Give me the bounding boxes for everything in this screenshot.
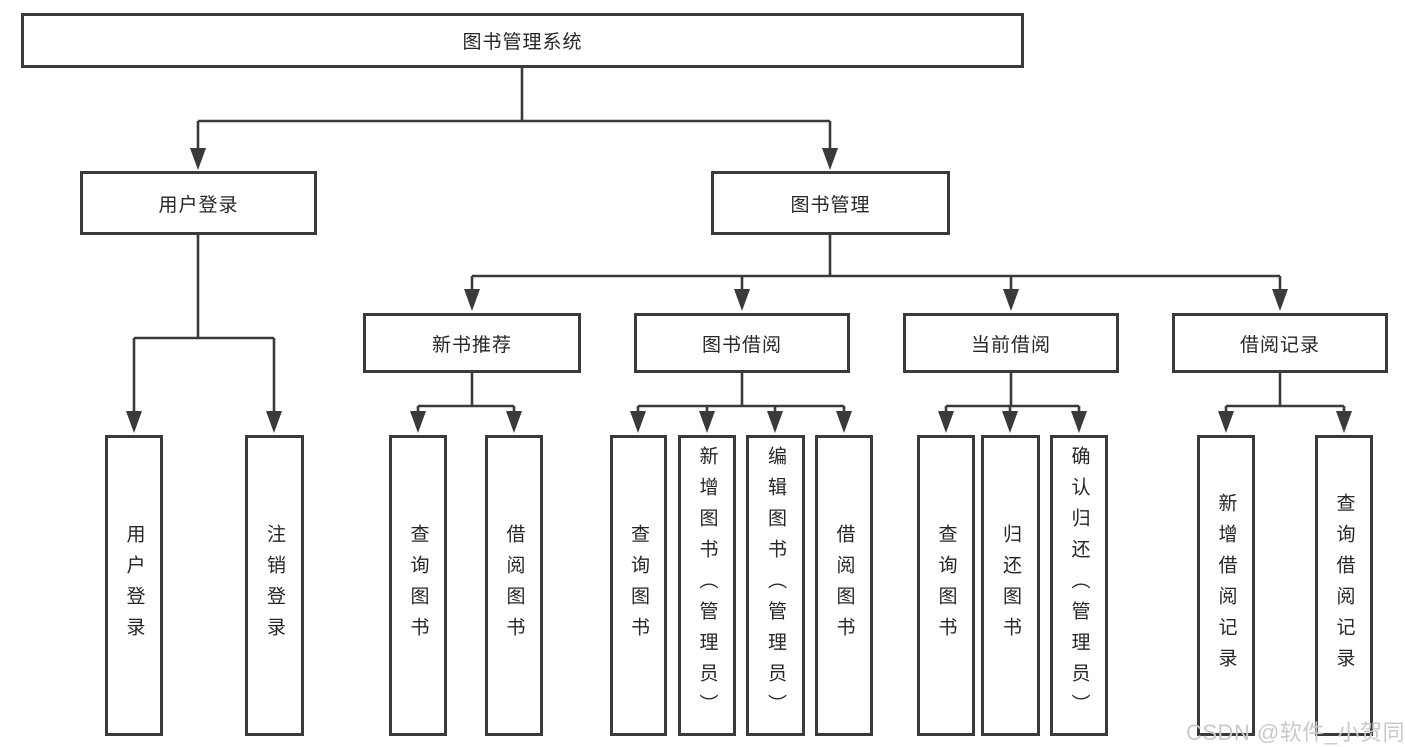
leaf-user-login: 用户登录 [105, 435, 163, 736]
csdn-watermark: CSDN @软件_小贺同学 [1186, 720, 1405, 745]
current-borrow-connector [938, 373, 1087, 433]
leaf-borrow-books-recommend: 借阅图书 [485, 435, 543, 736]
node-book-borrow: 图书借阅 [634, 313, 850, 373]
book-borrow-connector [630, 373, 852, 433]
borrow-record-connector [1218, 373, 1352, 433]
leaf-logout: 注销登录 [245, 435, 304, 736]
leaf-add-borrow-record: 新增借阅记录 [1197, 435, 1255, 736]
leaf-query-books-current: 查询图书 [917, 435, 975, 736]
leaf-edit-books-admin: 编辑图书（管理员） [746, 435, 805, 736]
user-login-branch-connector [126, 235, 282, 433]
node-current-borrow: 当前借阅 [903, 313, 1119, 373]
leaf-query-borrow-record: 查询借阅记录 [1315, 435, 1373, 736]
node-borrow-records: 借阅记录 [1172, 313, 1388, 373]
leaf-query-books-recommend: 查询图书 [389, 435, 447, 736]
leaf-confirm-return-admin: 确认归还（管理员） [1050, 435, 1108, 736]
node-book-management: 图书管理 [711, 171, 950, 235]
leaf-query-books-borrow: 查询图书 [610, 435, 667, 736]
node-library-system-root: 图书管理系统 [21, 13, 1024, 68]
leaf-borrow-books: 借阅图书 [815, 435, 873, 736]
node-new-book-recommend: 新书推荐 [363, 313, 581, 373]
node-user-login: 用户登录 [80, 171, 317, 235]
root-to-level1-connector [190, 68, 838, 170]
leaf-add-books-admin: 新增图书（管理员） [678, 435, 736, 736]
leaf-return-books: 归还图书 [981, 435, 1040, 736]
book-management-branch-connector [464, 235, 1288, 311]
new-book-recommend-connector [410, 373, 522, 433]
